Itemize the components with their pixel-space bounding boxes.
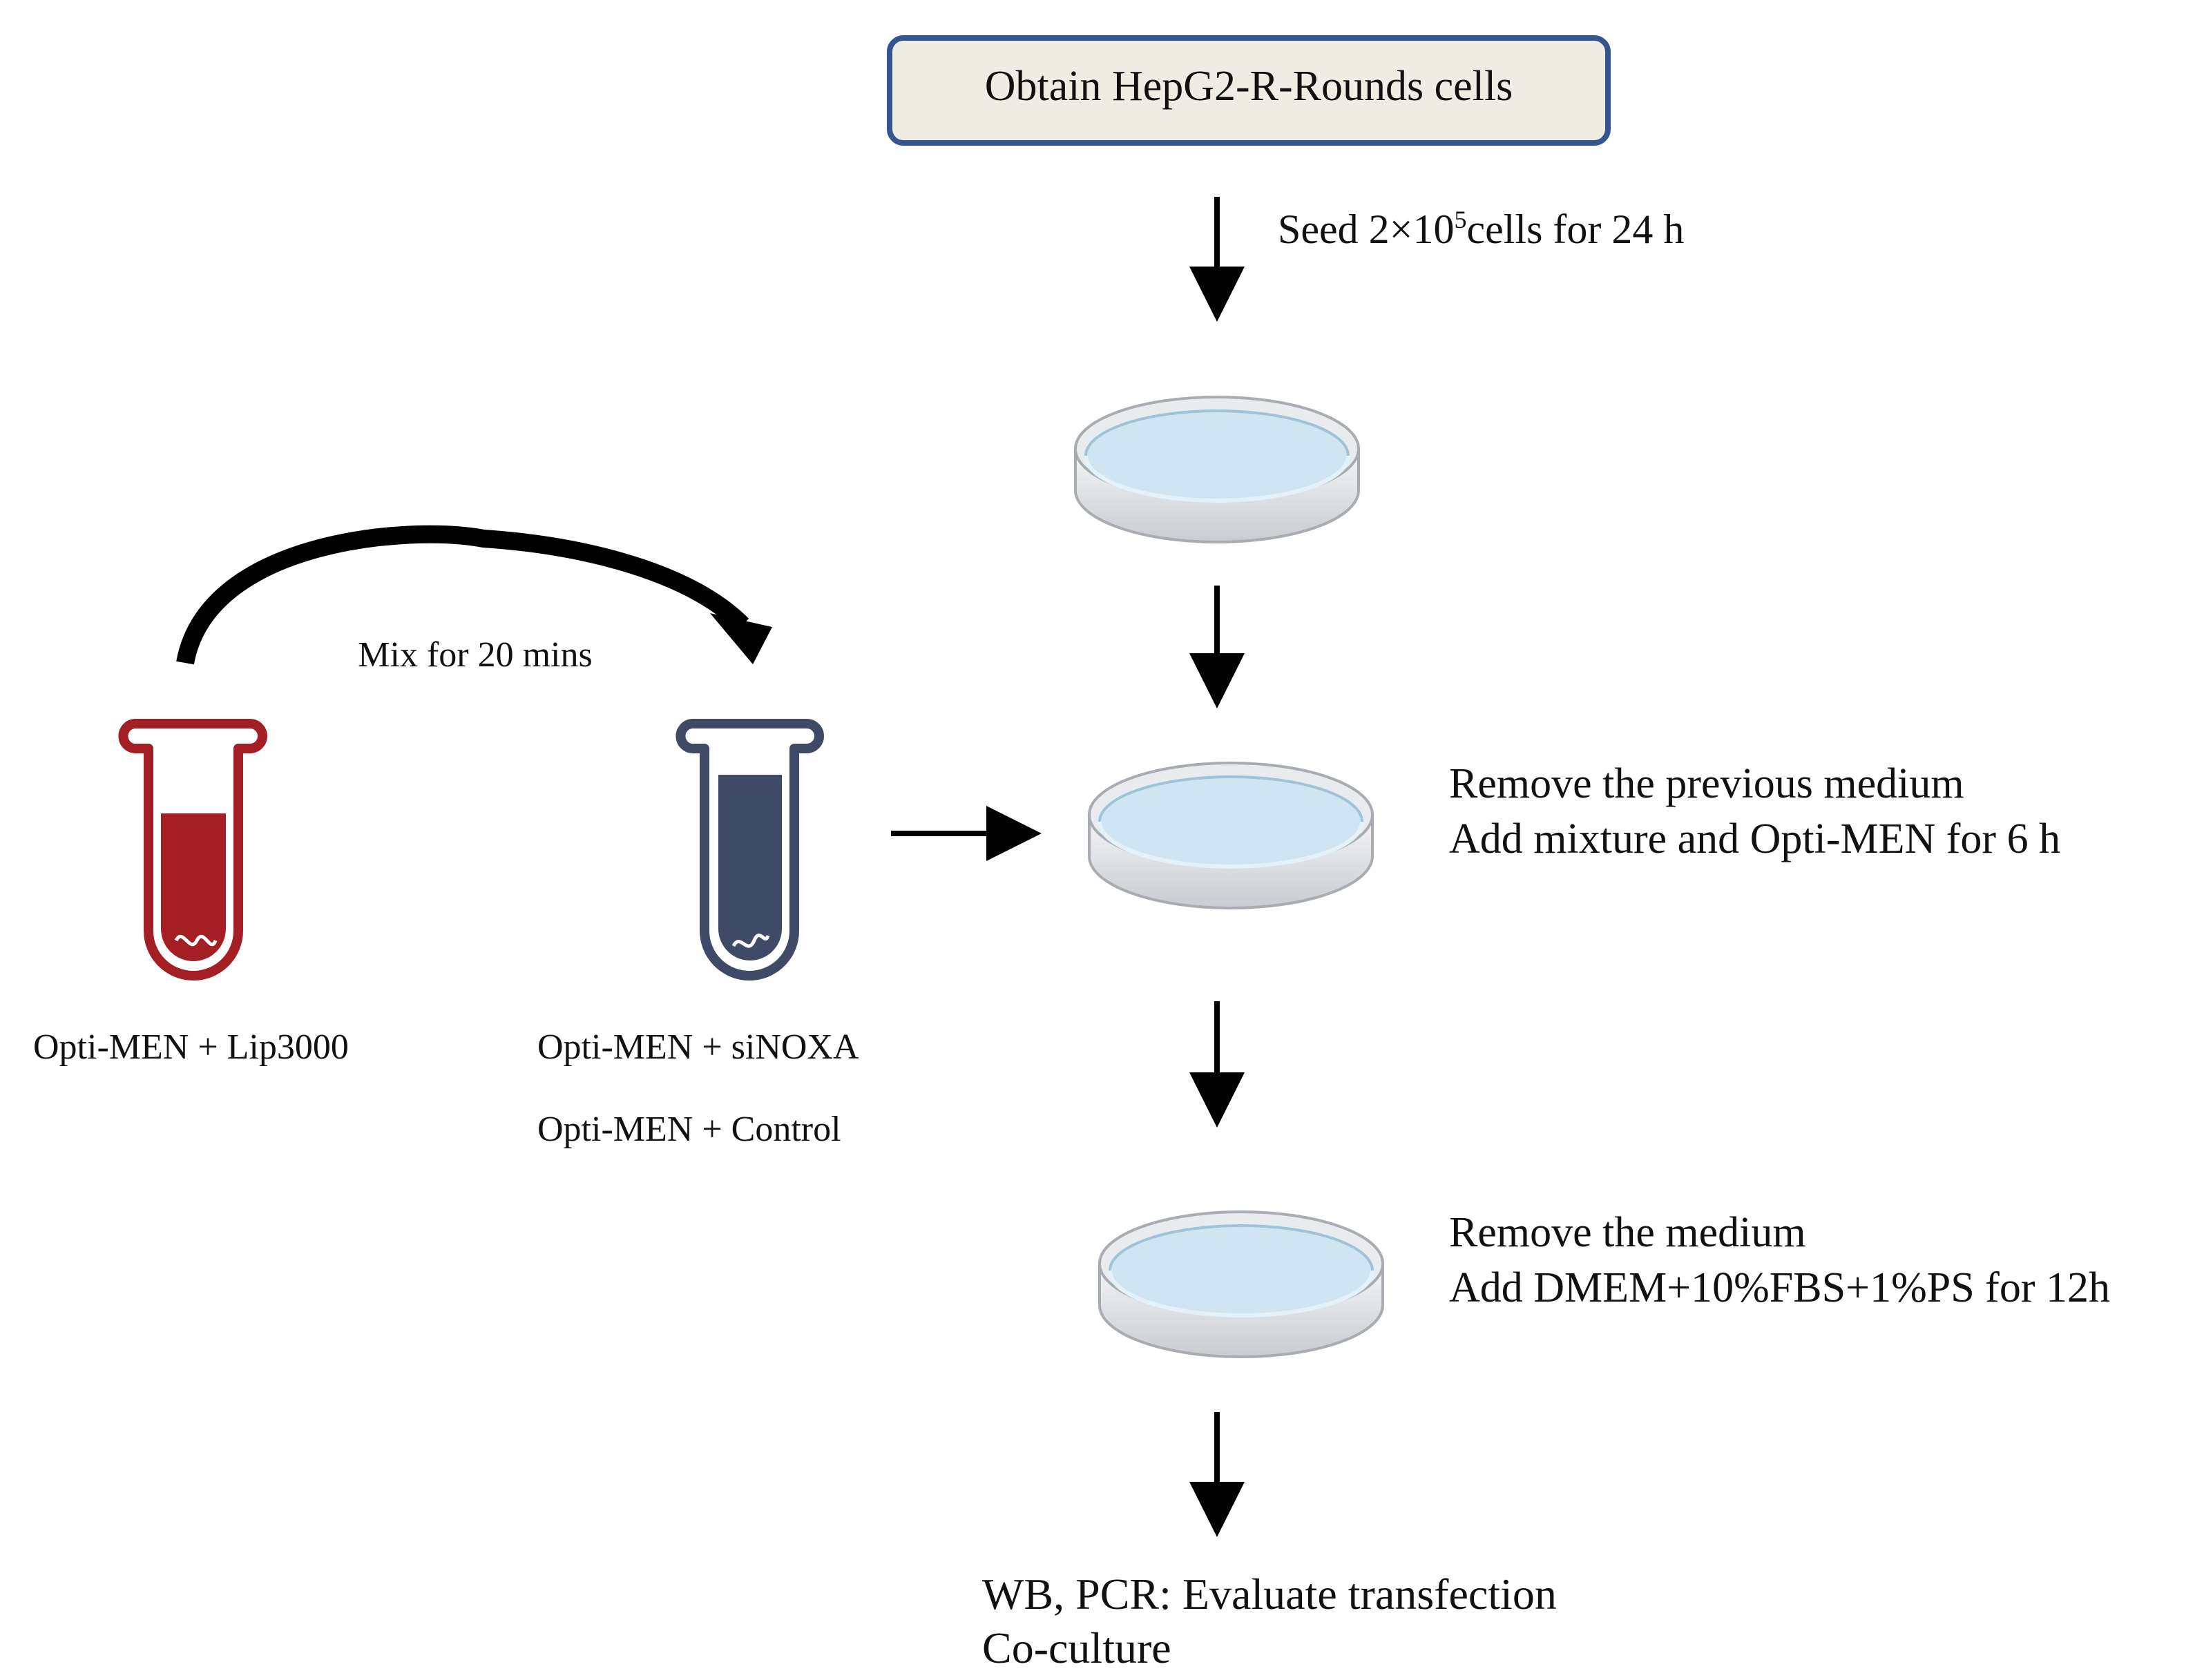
seed-step-prefix: Seed 2×10 — [1278, 206, 1454, 252]
transfect-step-line1: Remove the previous medium — [1449, 760, 1964, 807]
dna-icon — [731, 934, 770, 948]
seed-step-label: Seed 2×105cells for 24 h — [1278, 206, 1684, 252]
evaluate-step-line2: Co-culture — [982, 1623, 1171, 1672]
seed-step-suffix: cells for 24 h — [1466, 206, 1684, 252]
start-box: Obtain HepG2-R-Rounds cells — [887, 35, 1611, 146]
tube-lip3000 — [118, 719, 267, 981]
dna-icon — [174, 934, 218, 947]
evaluate-step-line1: WB, PCR: Evaluate transfection — [982, 1570, 1557, 1619]
start-box-label: Obtain HepG2-R-Rounds cells — [985, 63, 1513, 110]
petri-dish-2 — [1088, 762, 1374, 909]
recover-step-line1: Remove the medium — [1449, 1209, 1806, 1256]
petri-dish-1 — [1074, 396, 1360, 543]
recover-step-line2: Add DMEM+10%FBS+1%PS for 12h — [1449, 1264, 2110, 1311]
tube-control-label: Opti-MEN + Control — [537, 1110, 841, 1149]
tube-sinoxa — [675, 719, 824, 981]
tube-lip3000-label: Opti-MEN + Lip3000 — [33, 1027, 349, 1067]
petri-dish-3 — [1098, 1210, 1384, 1358]
mix-arrow — [176, 525, 772, 665]
transfect-step-line2: Add mixture and Opti-MEN for 6 h — [1449, 815, 2060, 862]
start-box-frame — [887, 35, 1611, 146]
mix-label: Mix for 20 mins — [358, 635, 592, 675]
tube-sinoxa-label: Opti-MEN + siNOXA — [537, 1027, 859, 1067]
seed-step-exponent: 5 — [1454, 206, 1466, 233]
